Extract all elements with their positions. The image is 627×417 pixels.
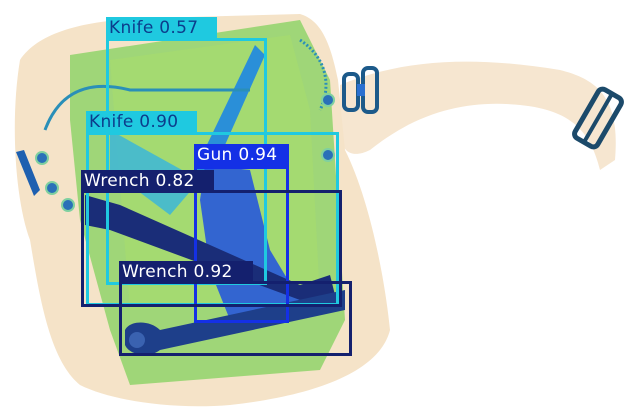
strap-buckle-icon <box>572 86 624 150</box>
detection-box-wrench-092 <box>119 281 352 356</box>
wrench-shape <box>85 195 335 300</box>
detection-label-gun-094: Gun 0.94 <box>194 144 289 166</box>
detection-label-wrench-082: Wrench 0.82 <box>81 170 214 192</box>
detection-box-gun-094 <box>194 166 289 323</box>
detection-label-knife-057: Knife 0.57 <box>106 17 217 39</box>
detection-label-knife-090: Knife 0.90 <box>86 111 197 133</box>
strap-shape <box>340 61 616 170</box>
detection-label-wrench-092: Wrench 0.92 <box>119 261 253 283</box>
